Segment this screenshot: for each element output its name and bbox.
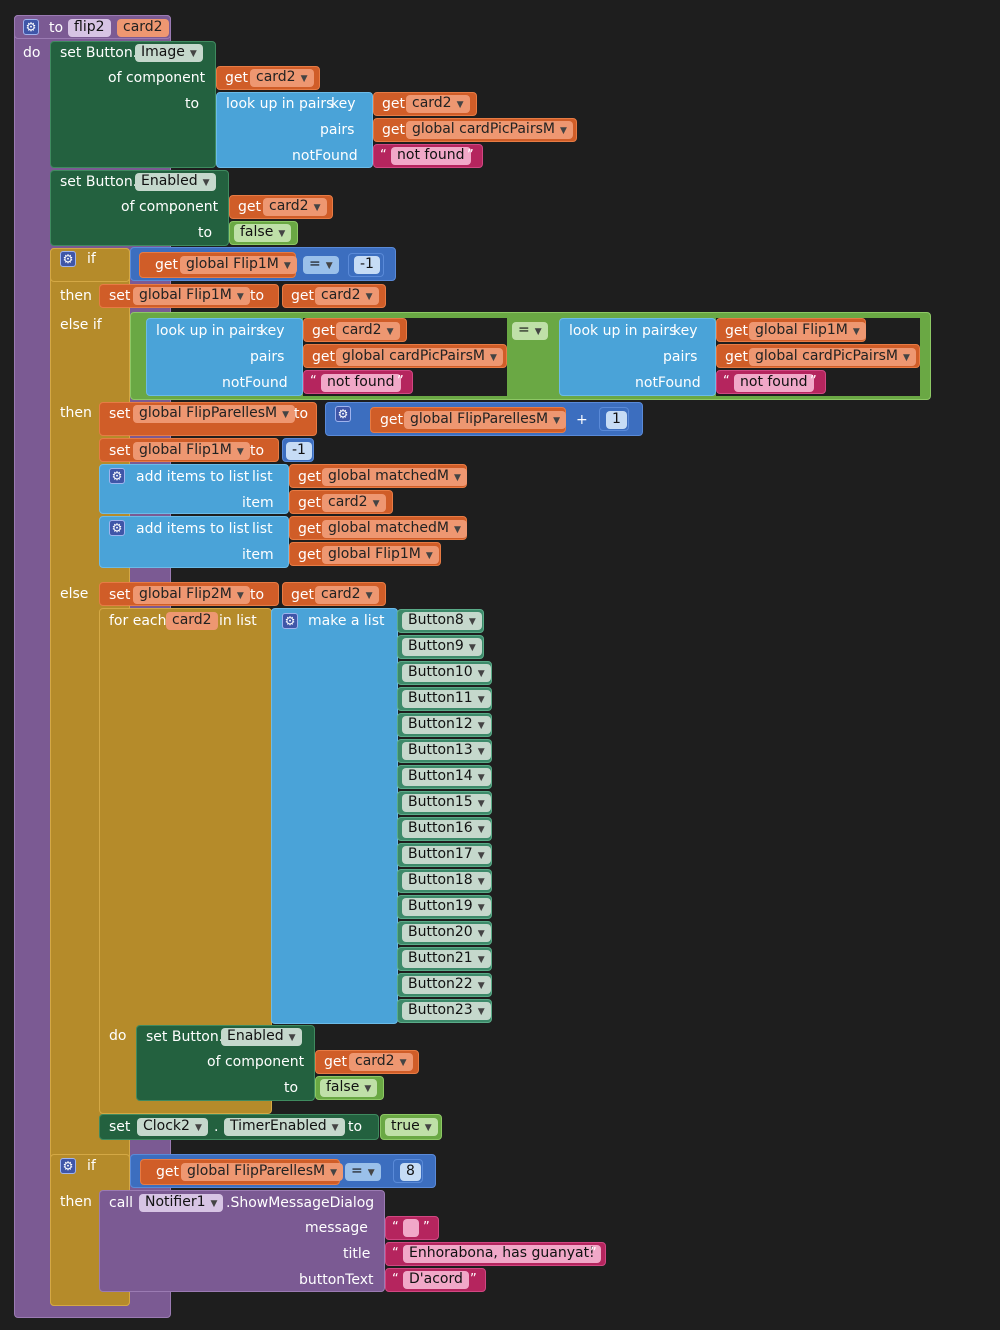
component-dropdown[interactable]: Button11▼ — [402, 690, 491, 708]
var-dropdown[interactable]: global FlipParellesM▼ — [404, 411, 567, 429]
component-dropdown[interactable]: Button22▼ — [402, 976, 491, 994]
component-dropdown[interactable]: Button10▼ — [402, 664, 491, 682]
component-dropdown[interactable]: Button19▼ — [402, 898, 491, 916]
mutator-gear-icon[interactable]: ⚙ — [109, 468, 125, 484]
var-dropdown[interactable]: card2▼ — [349, 1053, 413, 1071]
set-button-image-block[interactable] — [50, 41, 216, 168]
lookup-in-pairs-block[interactable] — [559, 318, 716, 396]
var-dropdown[interactable]: card2▼ — [315, 287, 379, 305]
bool-dropdown[interactable]: true▼ — [385, 1118, 438, 1136]
var-dropdown[interactable]: global cardPicPairsM▼ — [749, 348, 916, 366]
component-dropdown[interactable]: Button15▼ — [402, 794, 491, 812]
component-dropdown[interactable]: Button23▼ — [402, 1002, 491, 1020]
property-dropdown-enabled[interactable]: Enabled▼ — [221, 1028, 302, 1046]
mutator-gear-icon[interactable]: ⚙ — [109, 520, 125, 536]
component-dropdown[interactable]: Button21▼ — [402, 950, 491, 968]
var-dropdown[interactable]: global cardPicPairsM▼ — [336, 348, 503, 366]
component-dropdown[interactable]: Button9▼ — [402, 638, 482, 656]
var-dropdown[interactable]: global Flip1M▼ — [133, 442, 250, 460]
var-dropdown[interactable]: card2▼ — [250, 69, 314, 87]
component-dropdown[interactable]: Button20▼ — [402, 924, 491, 942]
text-field[interactable]: D'acord — [403, 1271, 469, 1289]
component-dropdown[interactable]: Button18▼ — [402, 872, 491, 890]
mutator-gear-icon[interactable]: ⚙ — [60, 1158, 76, 1174]
var-dropdown[interactable]: global matchedM▼ — [322, 468, 467, 486]
var-dropdown[interactable]: card2▼ — [315, 586, 379, 604]
var-dropdown[interactable]: global Flip1M▼ — [749, 322, 866, 340]
component-dropdown[interactable]: Button16▼ — [402, 820, 491, 838]
component-dropdown[interactable]: Button13▼ — [402, 742, 491, 760]
property-dropdown[interactable]: TimerEnabled▼ — [224, 1118, 345, 1136]
var-dropdown[interactable]: global FlipParellesM▼ — [133, 405, 296, 423]
proc-do-label: do — [23, 45, 41, 61]
text-field[interactable]: not found — [734, 374, 814, 392]
var-dropdown[interactable]: global Flip1M▼ — [322, 546, 439, 564]
var-dropdown[interactable]: global Flip2M▼ — [133, 586, 250, 604]
property-dropdown-enabled[interactable]: Enabled▼ — [135, 173, 216, 191]
make-a-list-block[interactable] — [271, 608, 398, 1024]
operator-dropdown[interactable]: =▼ — [512, 322, 548, 340]
text-field[interactable] — [403, 1219, 419, 1237]
mutator-gear-icon[interactable]: ⚙ — [60, 251, 76, 267]
loop-var-field[interactable]: card2 — [166, 612, 218, 630]
component-dropdown[interactable]: Button12▼ — [402, 716, 491, 734]
proc-to-label: to — [49, 20, 64, 36]
component-dropdown[interactable]: Clock2▼ — [137, 1118, 208, 1136]
number-field[interactable]: -1 — [354, 256, 380, 274]
property-dropdown-image[interactable]: Image▼ — [135, 44, 203, 62]
var-dropdown[interactable]: global Flip1M▼ — [180, 256, 297, 274]
text-field[interactable]: not found — [391, 147, 471, 165]
text-field[interactable]: not found — [321, 374, 401, 392]
number-field[interactable]: -1 — [286, 442, 312, 460]
lookup-in-pairs-block[interactable] — [146, 318, 303, 396]
of-component-label: of component — [108, 70, 206, 86]
bool-dropdown[interactable]: false▼ — [320, 1079, 378, 1097]
var-dropdown[interactable]: card2▼ — [406, 95, 470, 113]
lookup-in-pairs-block[interactable] — [216, 92, 373, 168]
var-dropdown[interactable]: global FlipParellesM▼ — [181, 1163, 344, 1181]
component-dropdown[interactable]: Notifier1▼ — [139, 1194, 224, 1212]
component-dropdown[interactable]: Button17▼ — [402, 846, 491, 864]
add-items-to-list-block[interactable] — [99, 516, 289, 568]
mutator-gear-icon[interactable]: ⚙ — [23, 19, 39, 35]
number-field[interactable]: 8 — [400, 1163, 421, 1181]
bool-dropdown[interactable]: false▼ — [234, 224, 292, 242]
var-dropdown[interactable]: global cardPicPairsM▼ — [406, 121, 573, 139]
operator-dropdown[interactable]: =▼ — [345, 1163, 381, 1181]
var-dropdown[interactable]: global Flip1M▼ — [133, 287, 250, 305]
var-dropdown[interactable]: card2▼ — [336, 322, 400, 340]
text-field[interactable]: Enhorabona, has guanyat! — [403, 1245, 601, 1263]
component-dropdown[interactable]: Button8▼ — [402, 612, 482, 630]
add-items-to-list-block[interactable] — [99, 464, 289, 514]
to-label: to — [185, 96, 200, 112]
mutator-gear-icon[interactable]: ⚙ — [335, 406, 351, 422]
proc-param-field[interactable]: card2 — [117, 19, 169, 37]
number-field[interactable]: 1 — [606, 411, 627, 429]
proc-name-field[interactable]: flip2 — [68, 19, 111, 37]
var-dropdown[interactable]: card2▼ — [322, 494, 386, 512]
var-dropdown[interactable]: card2▼ — [263, 198, 327, 216]
component-dropdown[interactable]: Button14▼ — [402, 768, 491, 786]
var-dropdown[interactable]: global matchedM▼ — [322, 520, 467, 538]
operator-dropdown[interactable]: =▼ — [303, 256, 339, 274]
set-button-label: set Button. — [60, 45, 138, 61]
mutator-gear-icon[interactable]: ⚙ — [282, 613, 298, 629]
